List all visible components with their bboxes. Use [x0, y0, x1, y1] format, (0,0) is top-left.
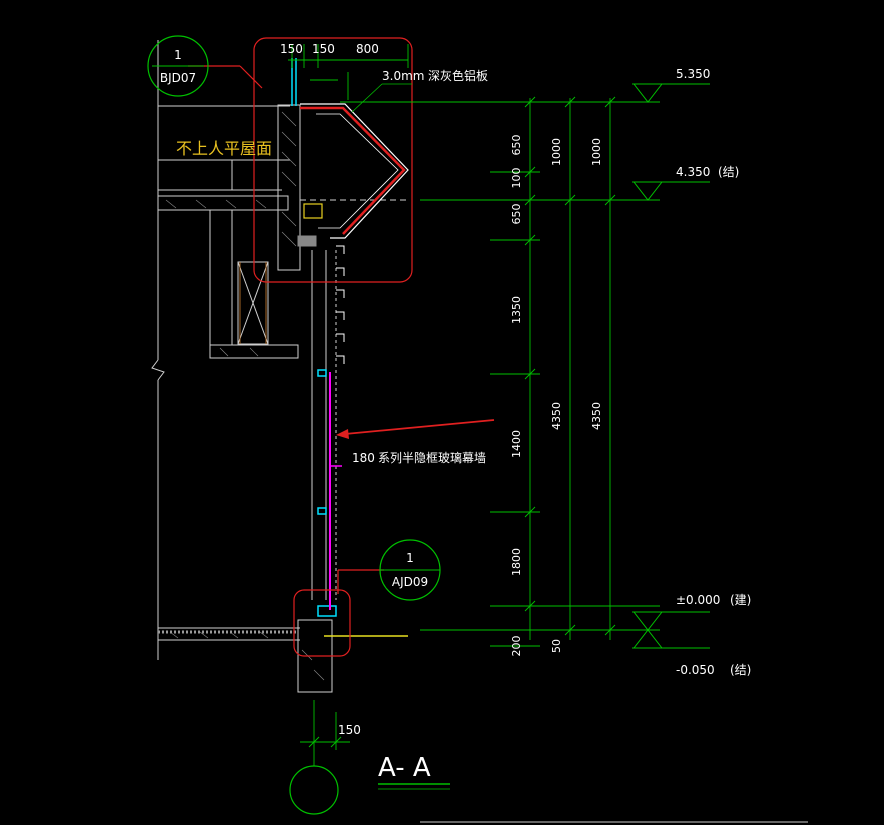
dim-50: 50: [550, 639, 563, 653]
level-0000: ±0.000: [676, 593, 720, 607]
dim-1400: 1400: [510, 430, 523, 458]
top-dim-2: 150: [312, 42, 335, 56]
top-dim-1: 150: [280, 42, 303, 56]
brackets: [336, 245, 345, 364]
anchor-bolt: [303, 203, 323, 219]
dim-650-a: 650: [510, 135, 523, 156]
dim-200: 200: [510, 636, 523, 657]
callouts: [188, 37, 413, 657]
level-4350-note: (结): [718, 165, 739, 179]
detail-marker-bottom-sheet: AJD09: [392, 575, 428, 589]
structure-linework: [151, 40, 408, 693]
dim-650-b: 650: [510, 204, 523, 225]
dim-1000-a: 1000: [550, 138, 563, 166]
level-minus-0050-note: (结): [730, 663, 751, 677]
roof-label: 不上人平屋面: [176, 139, 272, 158]
axis-dim: 150: [338, 723, 361, 737]
dim-100: 100: [510, 168, 523, 189]
aluminium-panel: [297, 103, 409, 247]
level-minus-0050: -0.050: [676, 663, 715, 677]
axis-bubble: [289, 765, 339, 815]
top-dimension-chain: [288, 44, 409, 100]
level-0000-note: (建): [730, 593, 751, 607]
detail-marker-bottom-number: 1: [406, 551, 414, 565]
detail-marker-top-sheet: BJD07: [160, 71, 196, 85]
axis-line: [300, 700, 350, 766]
curtain-wall-prefix: 180: [352, 451, 375, 465]
level-4350: 4.350: [676, 165, 710, 179]
dim-4350-b: 4350: [590, 402, 603, 430]
curtain-wall-arrow: [336, 419, 495, 439]
top-dim-3: 800: [356, 42, 379, 56]
section-title: A- A: [378, 753, 431, 783]
dim-1350: 1350: [510, 296, 523, 324]
panel-thickness: 3.0mm: [382, 69, 424, 83]
dim-1000-b: 1000: [590, 138, 603, 166]
level-marks: [632, 83, 710, 649]
panel-label: 深灰色铝板: [428, 68, 488, 83]
curtain-wall-label: 系列半隐框玻璃幕墙: [378, 451, 486, 465]
detail-marker-top: 1 BJD07: [147, 35, 209, 97]
dim-1800: 1800: [510, 548, 523, 576]
dim-4350-a: 4350: [550, 402, 563, 430]
level-5350: 5.350: [676, 67, 710, 81]
detail-marker-top-number: 1: [174, 48, 182, 62]
panel-label-leader-diagonal: [351, 83, 383, 113]
hatching: [165, 111, 325, 681]
vertical-dimension-lines: [340, 96, 660, 647]
dimension-texts: 650 100 650 1350 1400 1800 200 1000 4350…: [510, 135, 603, 657]
detail-marker-bottom: 1 AJD09: [379, 539, 441, 601]
